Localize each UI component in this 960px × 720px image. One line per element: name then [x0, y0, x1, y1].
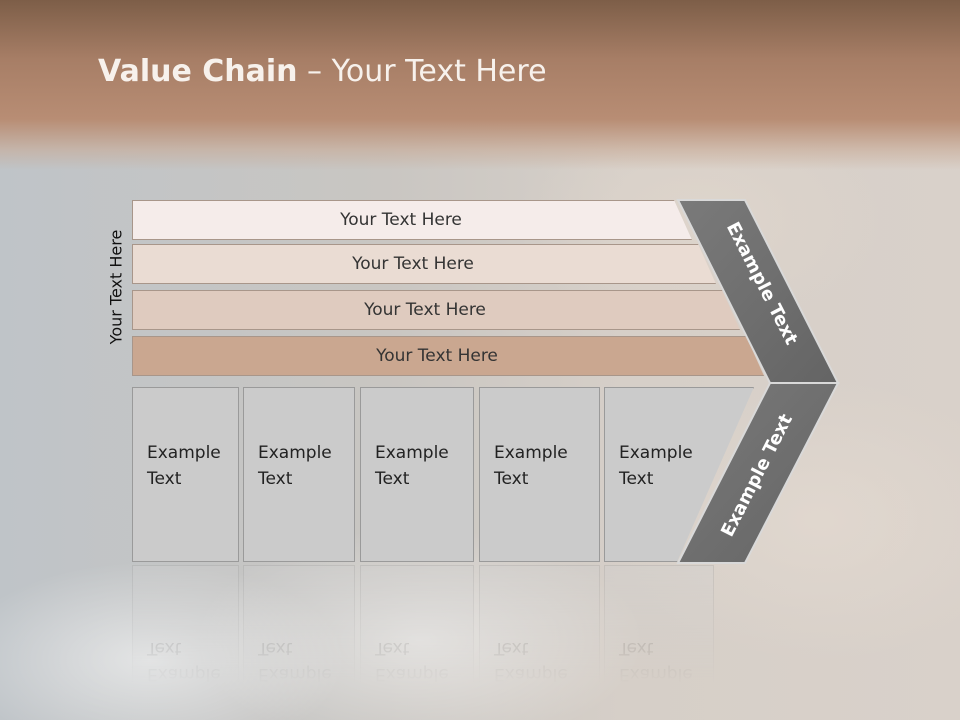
activity-column-2-line2: Text: [258, 469, 293, 489]
slide-title: Value Chain – Your Text Here: [98, 54, 547, 89]
value-bar-3-label: Your Text Here: [364, 300, 486, 320]
activity-column-5-line2: Text: [619, 469, 654, 489]
value-bar-4-label: Your Text Here: [376, 346, 498, 366]
value-bar-2-label: Your Text Here: [352, 254, 474, 274]
activity-column-1-line1: Example: [147, 443, 221, 463]
value-bar-1[interactable]: Your Text Here: [132, 200, 692, 240]
activity-column-4[interactable]: Example Text: [479, 387, 600, 562]
activity-column-2[interactable]: Example Text: [243, 387, 355, 562]
activity-column-3-line2: Text: [375, 469, 410, 489]
title-banner: [0, 0, 960, 170]
value-bar-2[interactable]: Your Text Here: [132, 244, 716, 284]
chevron-lower-arm[interactable]: [676, 382, 840, 564]
activity-column-4-line2: Text: [494, 469, 529, 489]
value-bar-3[interactable]: Your Text Here: [132, 290, 740, 330]
activity-column-4-line1: Example: [494, 443, 568, 463]
title-rest: – Your Text Here: [297, 54, 547, 89]
activity-column-3-line1: Example: [375, 443, 449, 463]
activity-column-3[interactable]: Example Text: [360, 387, 474, 562]
activity-column-1[interactable]: Example Text: [132, 387, 239, 562]
value-bar-1-label: Your Text Here: [340, 210, 462, 230]
activity-column-2-line1: Example: [258, 443, 332, 463]
title-bold: Value Chain: [98, 54, 298, 89]
value-bar-4[interactable]: Your Text Here: [132, 336, 764, 376]
activity-column-5-line1: Example: [619, 443, 693, 463]
activity-column-1-line2: Text: [147, 469, 182, 489]
